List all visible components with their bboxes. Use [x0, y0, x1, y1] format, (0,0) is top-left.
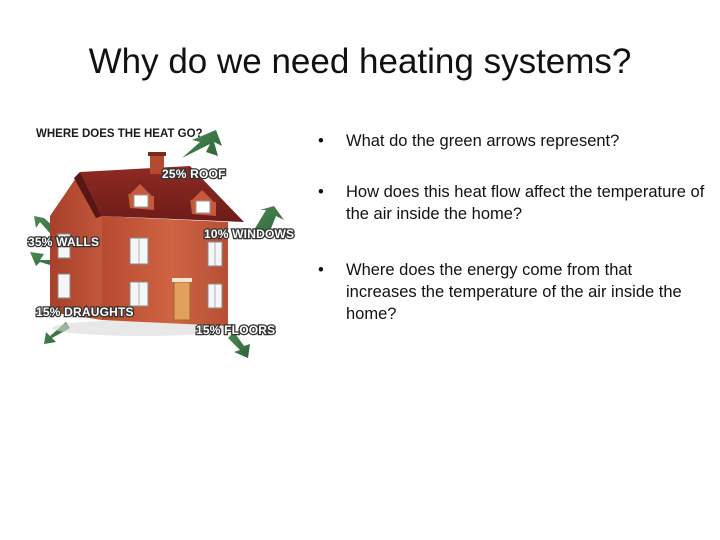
- house-illustration: WHERE DOES THE HEAT GO?: [27, 128, 295, 358]
- house-heat-loss-figure: WHERE DOES THE HEAT GO?: [22, 112, 308, 364]
- slide-title: Why do we need heating systems?: [88, 42, 632, 81]
- label-floors: 15% FLOORS: [196, 323, 275, 337]
- label-windows: 10% WINDOWS: [204, 227, 294, 241]
- label-roof: 25% ROOF: [162, 167, 226, 181]
- bullet-text: What do the green arrows represent?: [346, 132, 620, 150]
- bullet-text: How does this heat flow affect the tempe…: [346, 183, 705, 223]
- bullet-marker: •: [318, 132, 324, 150]
- bullet-list: • What do the green arrows represent? • …: [312, 128, 707, 325]
- bullet-item: • Where does the energy come from that i…: [312, 259, 707, 325]
- door: [173, 281, 191, 321]
- bullet-item: • What do the green arrows represent?: [312, 130, 707, 152]
- bullet-marker: •: [318, 261, 324, 279]
- bullet-marker: •: [318, 183, 324, 201]
- figure-heading: WHERE DOES THE HEAT GO?: [36, 128, 203, 140]
- windows-arrow-icon: [254, 206, 284, 236]
- bullet-text: Where does the energy come from that inc…: [346, 261, 682, 323]
- dormers: [124, 178, 220, 216]
- floors-arrow-icon: [228, 332, 250, 358]
- roof-arrow-icon: [182, 130, 222, 158]
- label-draughts: 15% DRAUGHTS: [36, 305, 134, 319]
- bullet-item: • How does this heat flow affect the tem…: [312, 181, 707, 225]
- label-walls: 35% WALLS: [28, 235, 99, 249]
